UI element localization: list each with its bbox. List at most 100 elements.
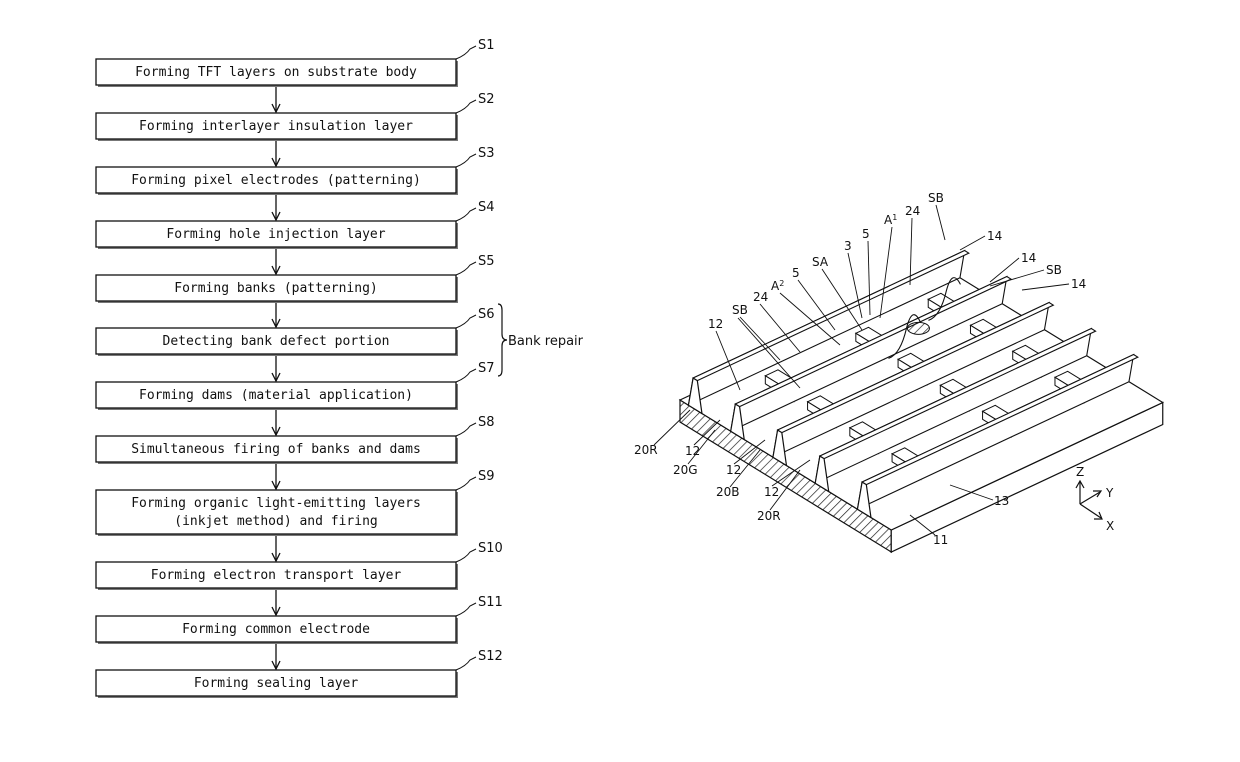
leader-line — [848, 253, 862, 318]
bank-repair-label: Bank repair — [508, 334, 584, 349]
flow-step-text: Forming hole injection layer — [166, 227, 385, 242]
flow-step-text: Detecting bank defect portion — [163, 334, 390, 349]
label-sb-right: SB — [1046, 263, 1062, 277]
label-12-top: 12 — [708, 317, 723, 331]
cross-bank — [892, 448, 933, 480]
label-14-b: 14 — [1021, 251, 1036, 265]
cross-bank — [940, 379, 981, 411]
leader-line — [798, 280, 835, 330]
leader-line — [770, 470, 800, 510]
bank-defect-region — [907, 322, 929, 334]
leader-line — [910, 218, 912, 285]
leader-line — [880, 227, 892, 318]
label-a1: A1 — [884, 213, 897, 227]
label-12-b: 12 — [726, 463, 741, 477]
leader-line — [936, 205, 945, 240]
cross-bank — [1055, 371, 1096, 403]
leader-line — [910, 515, 935, 535]
step-leader-line — [456, 154, 476, 167]
axis-y-label: Y — [1105, 486, 1114, 500]
step-id-label: S6 — [478, 307, 495, 322]
flow-step-text: Forming banks (patterning) — [174, 281, 378, 296]
cross-bank — [765, 370, 806, 402]
flow-step-text: Forming pixel electrodes (patterning) — [131, 173, 421, 188]
label-20r-bottom: 20R — [757, 509, 781, 523]
flow-step-s7: Forming dams (material application)S7 — [96, 361, 495, 410]
label-12-a: 12 — [685, 444, 700, 458]
flow-step-s3: Forming pixel electrodes (patterning) S3 — [96, 146, 495, 195]
step-id-label: S7 — [478, 361, 495, 376]
flow-step-s8: Simultaneous firing of banks and damsS8 — [96, 415, 495, 464]
step-leader-line — [456, 208, 476, 221]
bank-4 — [815, 329, 1095, 492]
leader-line — [730, 450, 760, 487]
axis-x-label: X — [1106, 519, 1114, 533]
step-leader-line — [456, 46, 476, 59]
step-leader-line — [456, 549, 476, 562]
leader-line — [738, 318, 800, 388]
step-id-label: S1 — [478, 38, 495, 53]
leader-line — [868, 241, 870, 315]
label-12-c: 12 — [764, 485, 779, 499]
flow-step-s5: Forming banks (patterning) S5 — [96, 254, 495, 303]
flow-step-s6: Detecting bank defect portion S6 — [96, 307, 495, 356]
cross-bank — [1013, 345, 1054, 377]
cross-bank — [808, 396, 849, 428]
flow-step-s4: Forming hole injection layer S4 — [96, 200, 495, 249]
step-leader-line — [456, 477, 476, 490]
label-sb-left: SB — [732, 303, 748, 317]
cross-bank — [898, 353, 939, 385]
axis-indicator — [1076, 481, 1102, 519]
label-sb-top: SB — [928, 191, 944, 205]
step-id-label: S4 — [478, 200, 495, 215]
label-20g: 20G — [673, 463, 698, 477]
step-id-label: S2 — [478, 92, 495, 107]
step-leader-line — [456, 369, 476, 382]
label-24-left: 24 — [753, 290, 768, 304]
leader-line — [716, 331, 740, 390]
cross-bank — [850, 422, 891, 454]
label-24-top: 24 — [905, 204, 920, 218]
bank-repair-bracket — [498, 304, 507, 376]
flow-step-s12: Forming sealing layerS12 — [96, 649, 503, 698]
bank-2 — [731, 277, 1011, 440]
step-id-label: S5 — [478, 254, 495, 269]
leader-line — [990, 270, 1044, 286]
figure-labels: SB 24 A1 5 3 14 14 SB 14 SA 5 A2 24 SB 1… — [634, 191, 1086, 547]
label-a2: A2 — [771, 279, 784, 293]
step-leader-line — [456, 657, 476, 670]
leader-line — [990, 258, 1019, 282]
label-5-mid: 5 — [792, 266, 800, 280]
leader-line — [760, 304, 800, 352]
flow-step-text: Simultaneous firing of banks and dams — [131, 442, 421, 457]
flow-step-s10: Forming electron transport layerS10 — [96, 541, 503, 590]
cross-bank — [970, 319, 1011, 351]
flow-step-text: Forming interlayer insulation layer — [139, 119, 413, 134]
flow-step-s2: Forming interlayer insulation layer S2 — [96, 92, 495, 141]
step-leader-line — [456, 603, 476, 616]
leader-line — [654, 410, 690, 445]
label-3: 3 — [844, 239, 852, 253]
leader-line — [694, 420, 720, 445]
flow-step-s11: Forming common electrodeS11 — [96, 595, 503, 644]
label-11: 11 — [933, 533, 948, 547]
leader-line — [960, 236, 985, 250]
step-leader-line — [456, 262, 476, 275]
leader-line — [740, 317, 780, 360]
dam-outline — [928, 278, 960, 321]
bank-1 — [688, 251, 968, 414]
flow-step-text: Forming TFT layers on substrate body — [135, 65, 417, 80]
label-14-a: 14 — [987, 229, 1002, 243]
process-flowchart: Forming TFT layers on substrate body S1Fo… — [0, 0, 640, 762]
leader-line — [772, 460, 810, 486]
leader-line — [688, 430, 715, 464]
step-id-label: S11 — [478, 595, 503, 610]
label-sa: SA — [812, 255, 829, 269]
dam-outline — [888, 315, 920, 359]
step-leader-line — [456, 423, 476, 436]
cross-bank — [928, 293, 969, 325]
step-id-label: S12 — [478, 649, 503, 664]
bank-3 — [773, 303, 1053, 466]
leader-line — [950, 485, 993, 500]
step-id-label: S3 — [478, 146, 495, 161]
